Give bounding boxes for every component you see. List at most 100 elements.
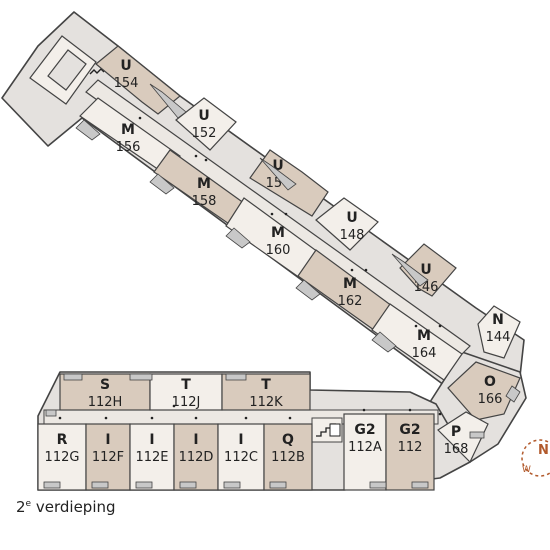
- room-letter: S: [100, 377, 110, 393]
- compass-west-letter: W: [522, 465, 531, 475]
- door-marker: [350, 268, 354, 272]
- stairwell-top: [29, 35, 105, 105]
- room-number: 112H: [88, 395, 123, 410]
- window: [411, 481, 429, 489]
- window: [225, 227, 251, 249]
- room-letter: P: [451, 424, 461, 440]
- compass-ring: [521, 439, 550, 477]
- room-164: [371, 303, 463, 381]
- room-letter: G2: [354, 422, 375, 438]
- windows: [43, 83, 521, 489]
- room-number: 112B: [271, 450, 305, 465]
- room-112E: [129, 423, 175, 491]
- room-letter: T: [181, 377, 191, 393]
- window: [469, 431, 485, 439]
- room-number: 162: [338, 294, 363, 309]
- stair-lift-bottom: [311, 417, 343, 443]
- rooms-diagonal: U154M156U152M158U150M160U148M162U146M164…: [79, 45, 521, 464]
- window: [135, 481, 153, 489]
- compass-north-letter: N: [538, 443, 549, 458]
- room-146: [399, 243, 457, 297]
- room-112B: [263, 423, 313, 491]
- room-letter: I: [193, 432, 198, 448]
- window: [129, 373, 153, 381]
- door-marker: [104, 416, 108, 420]
- room-number: 112K: [249, 395, 283, 410]
- room-156: [79, 97, 181, 173]
- window: [43, 481, 61, 489]
- room-number: 164: [412, 346, 437, 361]
- room-number: 148: [340, 228, 365, 243]
- door-marker: [438, 412, 442, 416]
- door-marker: [204, 158, 208, 162]
- floor-word: verdieping: [35, 498, 116, 516]
- diagonal-corridor: [85, 79, 471, 359]
- room-144: [477, 305, 521, 359]
- rooms-bottom: S112HT112JT112KR112GI112FI112EI112DI112C…: [37, 373, 435, 491]
- room-number: 156: [116, 140, 141, 155]
- floor-number: 2: [16, 498, 26, 516]
- room-number: 112A: [348, 440, 382, 455]
- room-number: 158: [192, 194, 217, 209]
- corridor-strip: [85, 79, 471, 359]
- room-letter: U: [346, 210, 357, 226]
- door-marker: [244, 416, 248, 420]
- door-marker: [408, 408, 412, 412]
- window: [369, 481, 387, 489]
- room-number: 154: [114, 76, 139, 91]
- door-marker: [58, 416, 62, 420]
- room-112J: [149, 373, 223, 411]
- room-112D: [173, 423, 219, 491]
- door-marker: [438, 324, 442, 328]
- room-letter: Q: [282, 432, 294, 448]
- room-148: [315, 197, 379, 251]
- window: [179, 481, 197, 489]
- floor-ordinal: e: [25, 499, 32, 509]
- door-marker: [194, 416, 198, 420]
- room-number: 112J: [172, 395, 201, 410]
- door-marker: [150, 416, 154, 420]
- room-112G: [37, 423, 87, 491]
- room-letter: M: [343, 276, 357, 292]
- window: [75, 119, 101, 141]
- room-letter: T: [261, 377, 271, 393]
- window: [371, 331, 397, 353]
- room-112: [385, 413, 435, 491]
- window: [223, 481, 241, 489]
- room-152: [175, 97, 237, 151]
- room-number: 152: [192, 126, 217, 141]
- room-letter: R: [57, 432, 68, 448]
- window: [259, 157, 297, 191]
- room-letter: G2: [399, 422, 420, 438]
- compass: N W: [521, 439, 550, 477]
- room-number: 160: [266, 243, 291, 258]
- room-letter: U: [120, 58, 131, 74]
- floor-label: 2e verdieping: [16, 498, 116, 516]
- door-marker: [414, 324, 418, 328]
- room-letter: M: [417, 328, 431, 344]
- room-letter: M: [121, 122, 135, 138]
- room-number: 112D: [179, 450, 214, 465]
- room-number: 112C: [224, 450, 258, 465]
- window: [149, 173, 175, 195]
- door-marker: [284, 212, 288, 216]
- room-number: 112: [398, 440, 423, 455]
- room-letter: I: [149, 432, 154, 448]
- room-letter: I: [238, 432, 243, 448]
- window: [91, 481, 109, 489]
- room-number: 112G: [45, 450, 80, 465]
- room-number: 168: [444, 442, 469, 457]
- room-letter: I: [105, 432, 110, 448]
- door-marker: [138, 116, 142, 120]
- room-letter: U: [272, 158, 283, 174]
- room-number: 112E: [135, 450, 168, 465]
- door-marker: [270, 212, 274, 216]
- stair-steps-icon: [89, 68, 105, 75]
- door-marker: [194, 154, 198, 158]
- window: [45, 409, 57, 417]
- door-marker: [172, 404, 176, 408]
- room-letter: N: [492, 312, 504, 328]
- room-number: 144: [486, 330, 511, 345]
- room-letter: O: [484, 374, 496, 390]
